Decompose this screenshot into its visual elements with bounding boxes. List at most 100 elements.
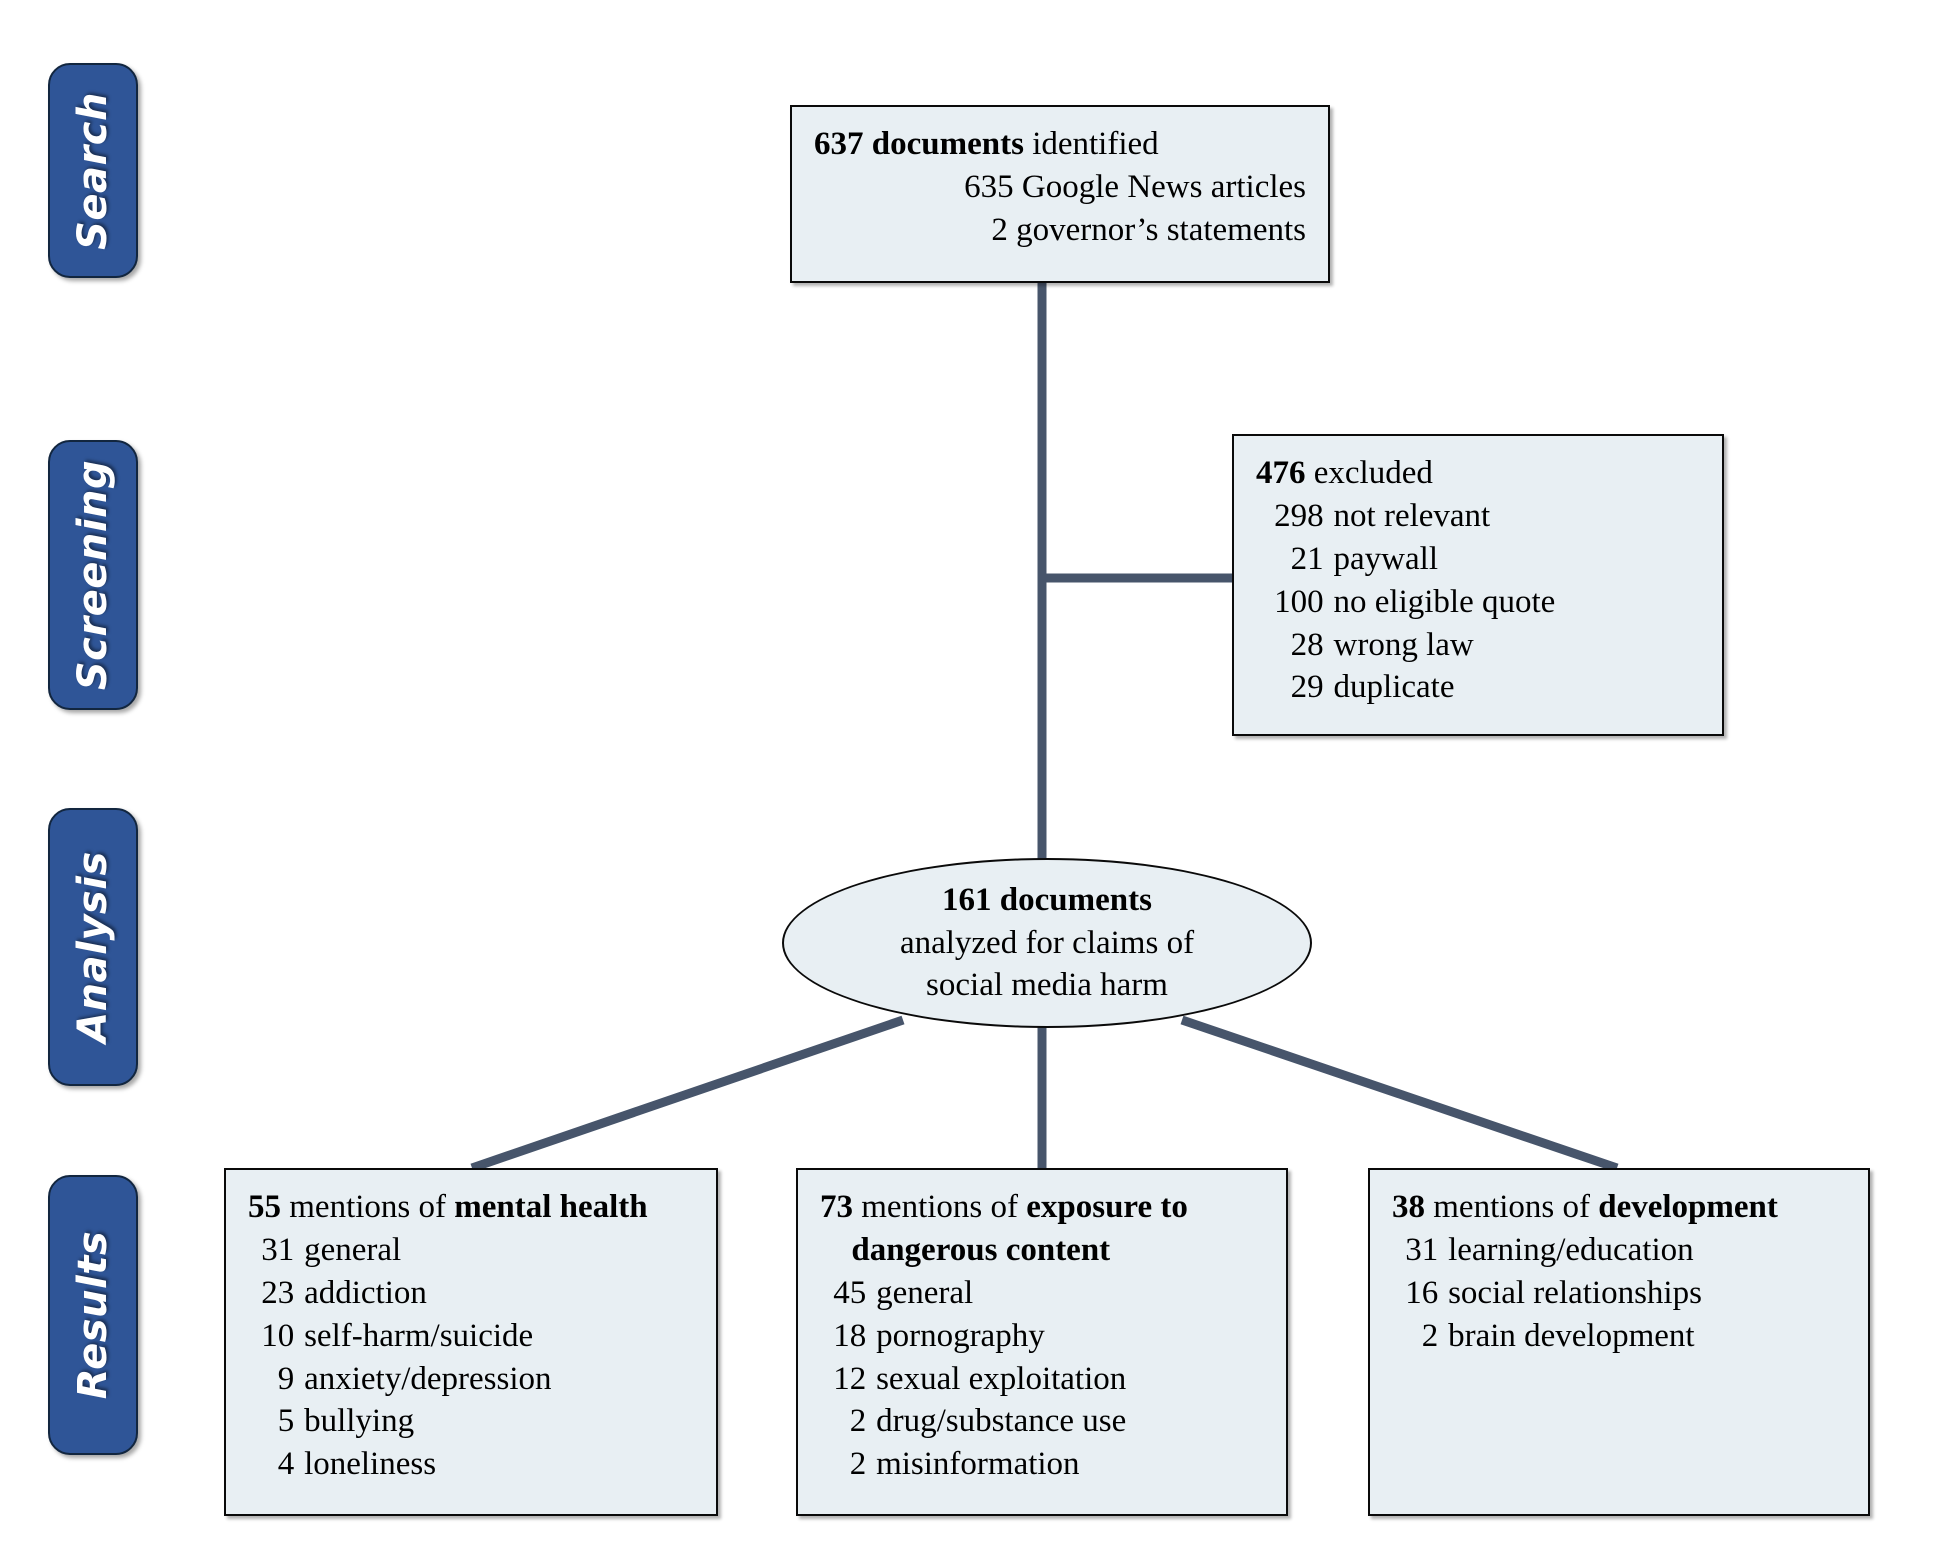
result-item-label: misinformation (876, 1446, 1080, 1483)
result-item-label: sexual exploitation (876, 1360, 1127, 1397)
result-item-count: 10 (261, 1317, 295, 1354)
list-item: 28 wrong law (1256, 624, 1700, 667)
result-item-label: drug/substance use (876, 1403, 1127, 1440)
result-heading-topic: mental health (454, 1189, 648, 1225)
result-box-development: 38 mentions of development 31 learning/e… (1368, 1168, 1870, 1516)
result-item-count: 45 (833, 1274, 867, 1311)
identification-sublines: 635 Google News articles 2 governor’s st… (814, 166, 1306, 252)
result-item-list: 31 general 23 addiction 10 self-harm/sui… (248, 1229, 694, 1486)
excluded-reason-label: duplicate (1333, 669, 1455, 706)
identification-subline: 2 governor’s statements (991, 211, 1306, 248)
excluded-box-heading: 476 excluded (1256, 452, 1700, 495)
result-item-count: 18 (833, 1317, 867, 1354)
list-item: 298 not relevant (1256, 495, 1700, 538)
list-item: 4 loneliness (248, 1443, 694, 1486)
excluded-reason-count: 100 (1274, 583, 1324, 620)
result-item-label: loneliness (304, 1446, 437, 1483)
result-heading-mid: mentions of (281, 1189, 455, 1225)
result-item-label: addiction (304, 1274, 427, 1311)
list-item: 2 drug/substance use (820, 1400, 1264, 1443)
identification-box: 637 documents identified 635 Google News… (790, 105, 1330, 283)
result-item-count: 12 (833, 1360, 867, 1397)
result-count: 55 (248, 1189, 281, 1225)
phase-tab-analysis-label: Analysis (70, 851, 116, 1043)
excluded-reason-count: 28 (1290, 626, 1324, 663)
identification-heading-rest: identified (1023, 126, 1159, 162)
result-heading-topic-cont: dangerous content (851, 1231, 1111, 1268)
result-item-count: 31 (261, 1231, 295, 1268)
list-item: 100 no eligible quote (1256, 581, 1700, 624)
excluded-reason-label: no eligible quote (1333, 583, 1556, 620)
result-item-count: 9 (277, 1360, 295, 1397)
list-item: 12 sexual exploitation (820, 1358, 1264, 1401)
result-item-count: 2 (849, 1446, 867, 1483)
result-heading-mid: mentions of (1425, 1189, 1599, 1225)
result-count: 38 (1392, 1189, 1425, 1225)
result-item-count: 2 (849, 1403, 867, 1440)
analysis-oval-line3: social media harm (926, 967, 1168, 1004)
phase-tab-screening-label: Screening (70, 459, 116, 691)
excluded-reason-label: not relevant (1333, 497, 1491, 534)
list-item: 18 pornography (820, 1315, 1264, 1358)
result-item-label: anxiety/depression (304, 1360, 552, 1397)
result-heading-mid: mentions of (853, 1189, 1027, 1225)
list-item: 16 social relationships (1392, 1272, 1846, 1315)
result-item-count: 2 (1421, 1317, 1439, 1354)
result-count: 73 (820, 1189, 853, 1225)
excluded-reason-list: 298 not relevant 21 paywall 100 no eligi… (1256, 495, 1700, 709)
list-item: 31 general (248, 1229, 694, 1272)
phase-tab-search[interactable]: Search (48, 63, 138, 278)
list-item: 29 duplicate (1256, 666, 1700, 709)
result-item-label: learning/education (1448, 1231, 1694, 1268)
phase-tab-results-label: Results (70, 1230, 116, 1400)
analysis-oval: 161 documents analyzed for claims of soc… (782, 858, 1312, 1028)
analysis-oval-line2: analyzed for claims of (899, 924, 1195, 961)
result-box-heading-line2: dangerous content (820, 1229, 1264, 1272)
result-item-count: 31 (1405, 1231, 1439, 1268)
result-box-heading: 55 mentions of mental health (248, 1186, 694, 1229)
excluded-reason-count: 21 (1290, 540, 1324, 577)
result-item-label: pornography (876, 1317, 1045, 1354)
excluded-count: 476 (1256, 455, 1306, 491)
result-item-label: general (876, 1274, 974, 1311)
result-box-heading: 38 mentions of development (1392, 1186, 1846, 1229)
excluded-reason-label: wrong law (1333, 626, 1474, 663)
phase-tab-screening[interactable]: Screening (48, 440, 138, 710)
result-item-count: 16 (1405, 1274, 1439, 1311)
connector-oval-to-mental-health (470, 1015, 905, 1173)
list-item: 45 general (820, 1272, 1264, 1315)
excluded-reason-count: 298 (1274, 497, 1324, 534)
analysis-oval-line1: 161 documents (942, 881, 1152, 918)
identification-count: 637 documents (814, 126, 1024, 162)
list-item: 31 learning/education (1392, 1229, 1846, 1272)
phase-tab-analysis[interactable]: Analysis (48, 808, 138, 1086)
result-item-label: bullying (304, 1403, 415, 1440)
result-heading-topic: exposure to (1026, 1189, 1188, 1225)
connector-oval-to-development (1180, 1015, 1619, 1173)
result-item-count: 5 (277, 1403, 295, 1440)
result-item-list: 31 learning/education 16 social relation… (1392, 1229, 1846, 1358)
identification-box-heading: 637 documents identified (814, 123, 1306, 166)
phase-tab-search-label: Search (70, 91, 116, 250)
list-item: 10 self-harm/suicide (248, 1315, 694, 1358)
result-heading-topic: development (1598, 1189, 1778, 1225)
list-item: 23 addiction (248, 1272, 694, 1315)
result-box-mental-health: 55 mentions of mental health 31 general … (224, 1168, 718, 1516)
list-item: 5 bullying (248, 1400, 694, 1443)
list-item: 9 anxiety/depression (248, 1358, 694, 1401)
list-item: 21 paywall (1256, 538, 1700, 581)
excluded-box: 476 excluded 298 not relevant 21 paywall… (1232, 434, 1724, 736)
result-item-label: brain development (1448, 1317, 1695, 1354)
result-item-count: 4 (277, 1446, 295, 1483)
result-item-count: 23 (261, 1274, 295, 1311)
list-item: 2 brain development (1392, 1315, 1846, 1358)
result-item-label: social relationships (1448, 1274, 1702, 1311)
list-item: 2 misinformation (820, 1443, 1264, 1486)
identification-subline: 635 Google News articles (964, 168, 1306, 205)
phase-tab-results[interactable]: Results (48, 1175, 138, 1455)
result-item-label: general (304, 1231, 402, 1268)
excluded-heading-rest: excluded (1305, 455, 1433, 491)
excluded-reason-count: 29 (1290, 669, 1324, 706)
result-item-label: self-harm/suicide (304, 1317, 534, 1354)
